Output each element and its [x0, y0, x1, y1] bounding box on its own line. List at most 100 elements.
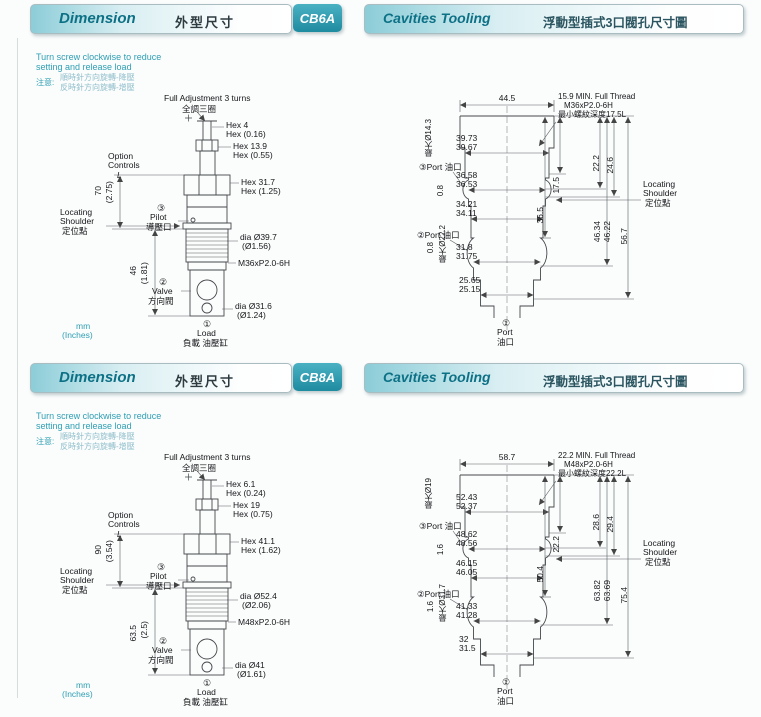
hex3-label: Hex 41.1	[241, 536, 276, 546]
dimension-header: Dimension 外型尺寸	[30, 363, 292, 393]
cavity-depth-f: 56.7	[619, 228, 629, 245]
cavity-width2-min: 48.56	[456, 538, 478, 548]
cavity-width1-max: 52.43	[456, 492, 478, 502]
option-controls-line1: Option	[108, 151, 134, 161]
load-port-number: ①	[203, 678, 212, 688]
cavity-locating-line2: Shoulder	[643, 547, 678, 557]
cavity-depth-b: 28.6	[591, 514, 601, 531]
hex1-label: Hex 4	[226, 120, 249, 130]
cavities-title-zh: 浮動型插式3口閥孔尺寸圖	[543, 16, 688, 30]
note-zh-line1: 順時針方向旋轉-降壓	[60, 73, 135, 82]
cavity-thread-note1: 22.2 MIN. Full Thread	[558, 451, 636, 460]
cavity-port1-en: Port	[497, 686, 513, 696]
cavity-maxdia-top: 最大Ø19	[424, 478, 433, 510]
cavity-width1-max: 39.73	[456, 133, 478, 143]
cavity-port2-label: ②Port 油口	[417, 589, 460, 599]
units-mm: mm	[76, 321, 91, 331]
model-badge: CB8A	[293, 363, 342, 391]
load-port-number: ①	[203, 319, 212, 329]
body-dia-inch-label: (Ø1.56)	[242, 241, 271, 251]
locating-shoulder-line1: Locating	[60, 566, 93, 576]
note-zh-label: 注意:	[36, 78, 55, 87]
valve-port-en: Valve	[152, 286, 173, 296]
lower-height-dim: 46	[128, 266, 138, 276]
cavity-maxdia-top: 最大Ø14.3	[424, 119, 433, 157]
cavities-title-zh: 浮動型插式3口閥孔尺寸圖	[543, 375, 688, 389]
cavity-port2-label: ②Port 油口	[417, 230, 460, 240]
units-inches: (Inches)	[62, 689, 93, 699]
hex1-inch-label: Hex (0.24)	[226, 488, 266, 498]
pilot-port-number: ③	[157, 562, 166, 572]
cavities-header: Cavities Tooling 浮動型插式3口閥孔尺寸圖	[364, 363, 744, 393]
note-zh-line1: 順時針方向旋轉-降壓	[60, 432, 135, 441]
cavities-title-en: Cavities Tooling	[383, 10, 491, 26]
cavity-depth-e-max: 63.82	[592, 580, 602, 602]
cavity-thread-note1: 15.9 MIN. Full Thread	[558, 92, 636, 101]
valve-dimension-lines	[106, 112, 239, 317]
hex2-inch-label: Hex (0.75)	[233, 509, 273, 519]
note-en-line2: setting and release load	[36, 62, 132, 72]
locating-shoulder-line2: Shoulder	[60, 575, 95, 585]
valve-port-number: ②	[159, 636, 168, 646]
lower-height-dim: 63.5	[128, 625, 138, 642]
line-art-cb6a	[106, 100, 641, 330]
dimension-title-en: Dimension	[59, 10, 136, 27]
line-art-cb8a	[106, 459, 641, 689]
cavity-port1-en: Port	[497, 327, 513, 337]
cavity-top-width-dim: 44.5	[498, 93, 516, 103]
cavity-depth-a: 17.5	[551, 177, 561, 194]
cavity-thread-note2: M36xP2.0-6H	[564, 101, 613, 110]
load-port-en: Load	[197, 687, 216, 697]
cavity-locating-line1: Locating	[643, 538, 676, 548]
page-edge-line	[17, 38, 18, 698]
cavity-chamfer-top: 1.6	[436, 544, 445, 556]
dimension-title-en: Dimension	[59, 369, 136, 386]
note-en-line2: setting and release load	[36, 421, 132, 431]
cavity-port1-number: ①	[502, 318, 511, 328]
units-mm: mm	[76, 680, 91, 690]
cavity-width4-max: 41.33	[456, 601, 478, 611]
lower-height-dim-inch: (2.5)	[139, 621, 149, 639]
cavity-depth-b: 22.2	[591, 155, 601, 172]
cavity-width5-min: 31.5	[459, 643, 476, 653]
cavity-width4-min: 41.28	[456, 610, 478, 620]
pilot-port-en: Pilot	[150, 571, 167, 581]
cavity-thread-note3: 最小螺紋深度22.2L	[558, 469, 627, 478]
cavity-depth-f: 75.4	[619, 587, 629, 604]
body-dia-label: dia Ø39.7	[240, 232, 277, 242]
adjustment-note-en: Full Adjustment 3 turns	[164, 452, 251, 462]
locating-shoulder-line1: Locating	[60, 207, 93, 217]
body-dia-inch-label: (Ø2.06)	[242, 600, 271, 610]
pilot-port-en: Pilot	[150, 212, 167, 222]
cavity-width3-min: 46.05	[456, 567, 478, 577]
valve-port-number: ②	[159, 277, 168, 287]
locating-shoulder-line2: Shoulder	[60, 216, 95, 226]
dimension-title-zh: 外型尺寸	[175, 374, 236, 389]
cavity-width3-max: 34.21	[456, 199, 478, 209]
upper-height-dim-inch: (3.54)	[104, 540, 114, 563]
cavity-thread-note2: M48xP2.0-6H	[564, 460, 613, 469]
pilot-port-zh: 導壓口	[146, 222, 172, 232]
cavity-chamfer-mid: 1.6	[426, 601, 435, 613]
cavity-dimension-lines	[449, 100, 641, 300]
thread-spec-label: M36xP2.0-6H	[238, 258, 290, 268]
valve-port-en: Valve	[152, 645, 173, 655]
cavity-port3-label: ③Port 油口	[419, 521, 462, 531]
cavity-locating-zh: 定位點	[645, 557, 671, 567]
nose-dia-label: dia Ø31.6	[235, 301, 272, 311]
valve-port-zh: 方向閥	[148, 655, 174, 665]
option-controls-line2: Controls	[108, 160, 140, 170]
cavity-port1-number: ①	[502, 677, 511, 687]
note-zh-line2: 反時針方向旋轉-增壓	[60, 442, 135, 451]
valve-drawing	[182, 473, 232, 676]
note-en-line1: Turn screw clockwise to reduce	[36, 52, 162, 62]
cavity-top-width-dim: 58.7	[498, 452, 516, 462]
valve-port-zh: 方向閥	[148, 296, 174, 306]
hex3-inch-label: Hex (1.25)	[241, 186, 281, 196]
nose-dia-inch-label: (Ø1.61)	[237, 669, 266, 679]
cavity-port1-zh: 油口	[497, 337, 515, 347]
adjustment-note-zh: 全調三圈	[182, 463, 217, 473]
units-inches: (Inches)	[62, 330, 93, 340]
note-zh-line2: 反時針方向旋轉-增壓	[60, 83, 135, 92]
